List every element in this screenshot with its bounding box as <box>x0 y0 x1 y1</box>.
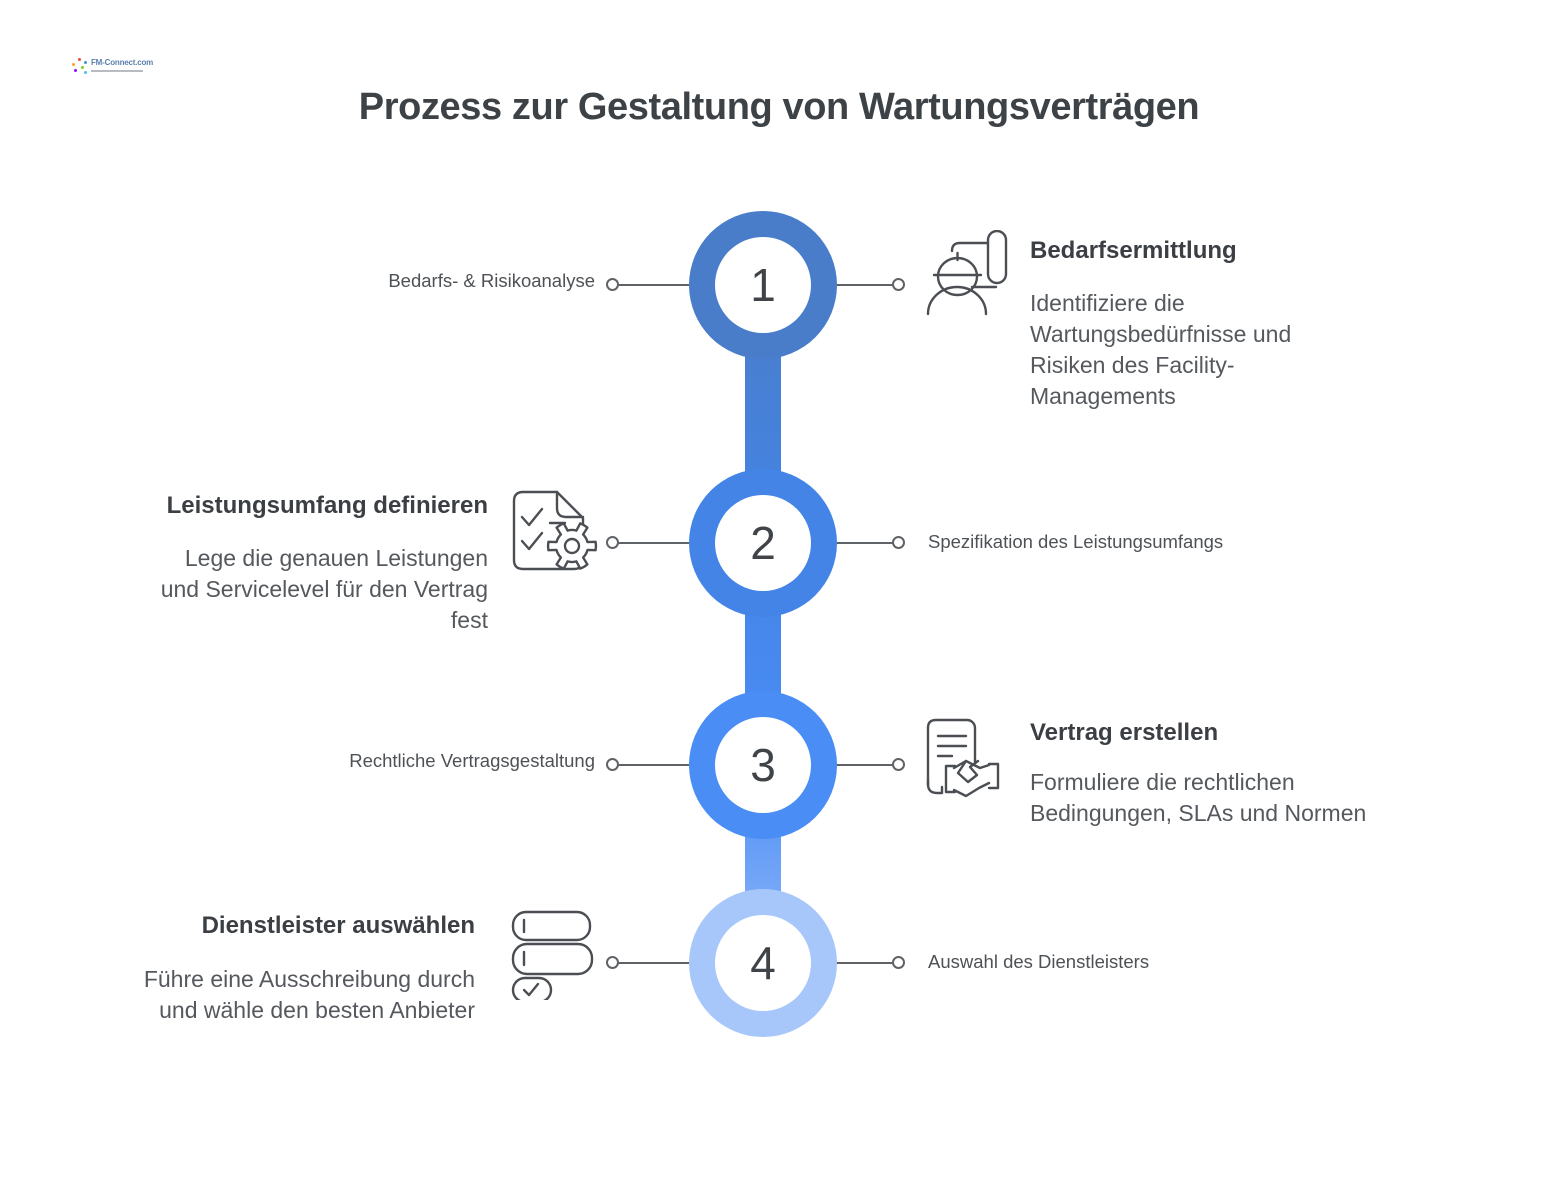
step3-left-connector-line <box>617 764 690 766</box>
step3-circle: 3 <box>689 691 837 839</box>
step4-circle: 4 <box>689 889 837 1037</box>
logo-tagline-bar <box>91 70 143 72</box>
step2-circle: 2 <box>689 469 837 617</box>
contract-handshake-icon <box>926 718 1000 798</box>
step2-heading: Leistungsumfang definieren <box>166 492 488 519</box>
step1-left-connector-line <box>617 284 690 286</box>
step4-heading: Dienstleister auswählen <box>201 912 475 939</box>
page-title: Prozess zur Gestaltung von Wartungsvertr… <box>358 86 1200 128</box>
step3-right-connector-line <box>836 764 893 766</box>
step4-left-connector-line <box>617 962 690 964</box>
step2-number: 2 <box>750 517 776 569</box>
step1-number: 1 <box>750 259 776 311</box>
step2-connector-label: Spezifikation des Leistungsumfangs <box>928 531 1224 552</box>
step2-right-endpoint-dot <box>892 536 905 549</box>
step3-connector-label: Rechtliche Vertragsgestaltung <box>349 750 595 771</box>
step2-description: Lege die genauen Leistungen und Servicel… <box>160 545 488 633</box>
step4-right-endpoint-dot <box>892 956 905 969</box>
logo-starburst-icon <box>72 58 88 76</box>
checklist-gear-icon <box>512 490 598 571</box>
step4-right-connector-line <box>836 962 893 964</box>
logo-text: FM-Connect.com <box>91 58 154 67</box>
step1-right-connector-line <box>836 284 893 286</box>
step1-left-endpoint-dot <box>606 278 619 291</box>
step3-left-endpoint-dot <box>606 758 619 771</box>
step1-right-endpoint-dot <box>892 278 905 291</box>
step2-left-endpoint-dot <box>606 536 619 549</box>
step1-circle: 1 <box>689 211 837 359</box>
step3-description: Formuliere die rechtlichen Bedingungen, … <box>1030 769 1367 826</box>
step3-right-endpoint-dot <box>892 758 905 771</box>
step1-heading: Bedarfsermittlung <box>1030 237 1237 264</box>
step4-description: Führe eine Ausschreibung durch und wähle… <box>143 966 475 1023</box>
step2-left-connector-line <box>617 542 690 544</box>
fm-connect-logo: FM-Connect.com <box>72 58 162 76</box>
step3-heading: Vertrag erstellen <box>1030 719 1219 746</box>
step4-number: 4 <box>750 937 776 989</box>
step1-description: Identifiziere die Wartungsbedürfnisse un… <box>1030 290 1292 409</box>
step3-number: 3 <box>750 739 776 791</box>
step4-connector-label: Auswahl des Dienstleisters <box>928 951 1150 972</box>
step4-left-endpoint-dot <box>606 956 619 969</box>
engineer-blueprint-icon <box>926 230 1008 316</box>
step1-connector-label: Bedarfs- & Risikoanalyse <box>388 270 595 291</box>
step2-right-connector-line <box>836 542 893 544</box>
form-selection-icon <box>511 910 594 1000</box>
